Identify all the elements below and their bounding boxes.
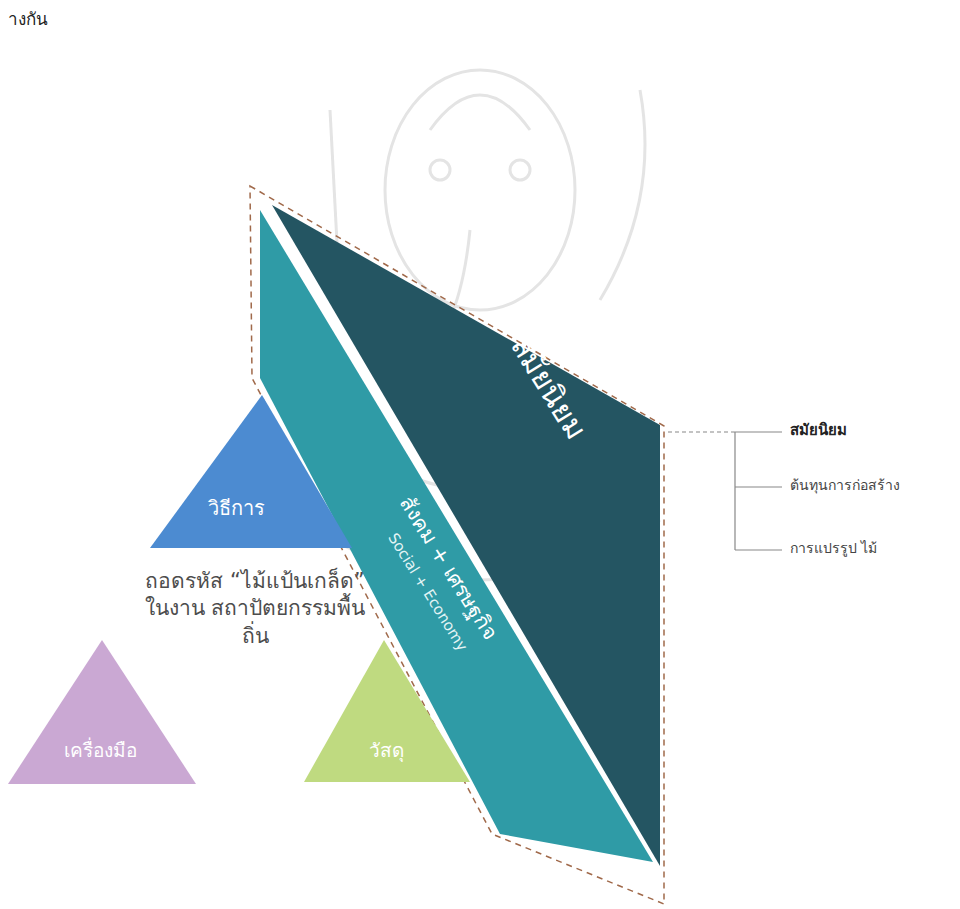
shape-outline [8,640,196,784]
node-text: วัสดุ [369,739,404,762]
bracket-label: สมัยนิยม [790,421,955,441]
shape-fill [150,395,352,548]
shape-outline [150,395,352,548]
shape-fill [304,640,470,782]
shape-outline [304,640,470,782]
center-title: ถอดรหัส “ไม้แป้นเกล็ด” ในงาน สถาปัตยกรรม… [140,568,370,650]
cropped-text: างกัน [8,8,128,30]
shape-fill [8,640,196,784]
node-text: วิธีการ [208,496,265,520]
bracket-label: การแปรรูป ไม้ [790,539,955,557]
bracket-label: ต้นทุนการก่อสร้าง [790,476,955,494]
method-triangle: วิธีการ [150,395,352,548]
tool-triangle: เครื่องมือ [8,640,196,784]
bracket [668,432,782,550]
material-triangle: วัสดุ [304,640,470,782]
node-text: เครื่องมือ [64,739,137,762]
